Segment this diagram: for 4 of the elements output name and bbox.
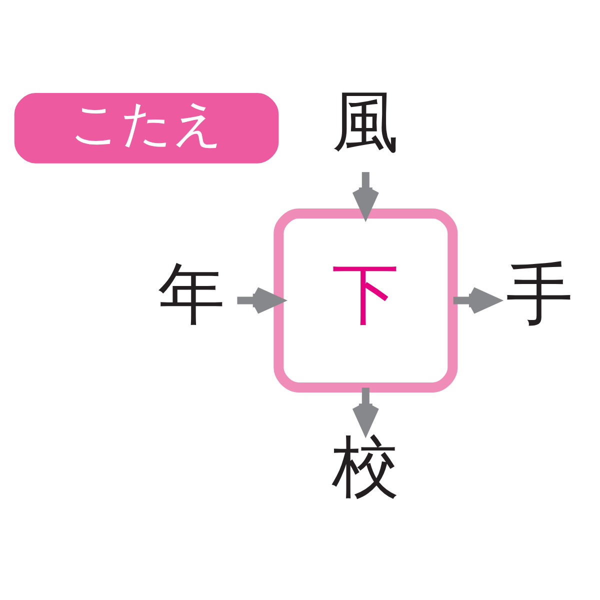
node-text: 手 [506,254,574,333]
node-text: 年 [158,254,226,333]
node-text: 風 [332,82,400,160]
node-text: 校 [332,427,400,506]
